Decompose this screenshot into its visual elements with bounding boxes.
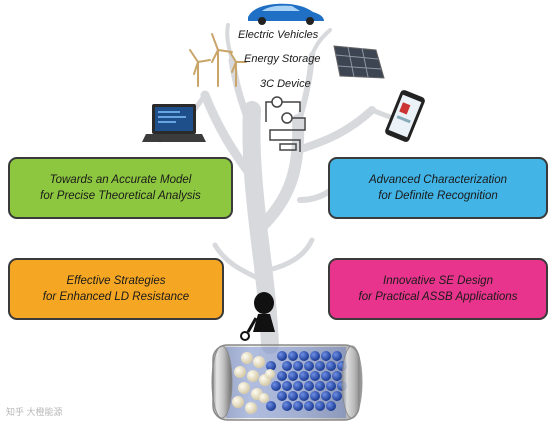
watermark: 知乎 大橙能源 [6, 407, 63, 417]
effective-strategies-box: Effective Strategies for Enhanced LD Res… [8, 258, 224, 320]
box-line-1: Advanced Characterization [368, 174, 508, 186]
advanced-characterization-box: Advanced Characterization for Definite R… [328, 157, 548, 219]
accurate-model-box: Towards an Accurate Model for Precise Th… [8, 157, 233, 219]
box-line-1: Innovative SE Design [383, 275, 493, 287]
car-icon [248, 3, 324, 25]
person-icon [240, 292, 275, 341]
application-label-energy-storage: Energy Storage [244, 53, 321, 65]
solar-panel-icon [333, 45, 385, 79]
application-label-electric-vehicles: Electric Vehicles [238, 29, 319, 41]
box-line-2: for Precise Theoretical Analysis [40, 190, 201, 202]
box-line-2: for Enhanced LD Resistance [42, 291, 190, 303]
box-line-1: Towards an Accurate Model [49, 174, 192, 186]
wind-turbine-icon [189, 33, 247, 87]
battery-icon [211, 344, 363, 421]
box-line-2: for Definite Recognition [378, 190, 498, 202]
circuit-icon [265, 96, 306, 152]
application-label-3c-device: 3C Device [260, 78, 311, 90]
box-line-2: for Practical ASSB Applications [358, 291, 518, 303]
phone-icon [385, 90, 425, 142]
innovative-se-design-box: Innovative SE Design for Practical ASSB … [328, 258, 548, 320]
laptop-icon [142, 104, 206, 142]
box-line-1: Effective Strategies [66, 275, 166, 287]
